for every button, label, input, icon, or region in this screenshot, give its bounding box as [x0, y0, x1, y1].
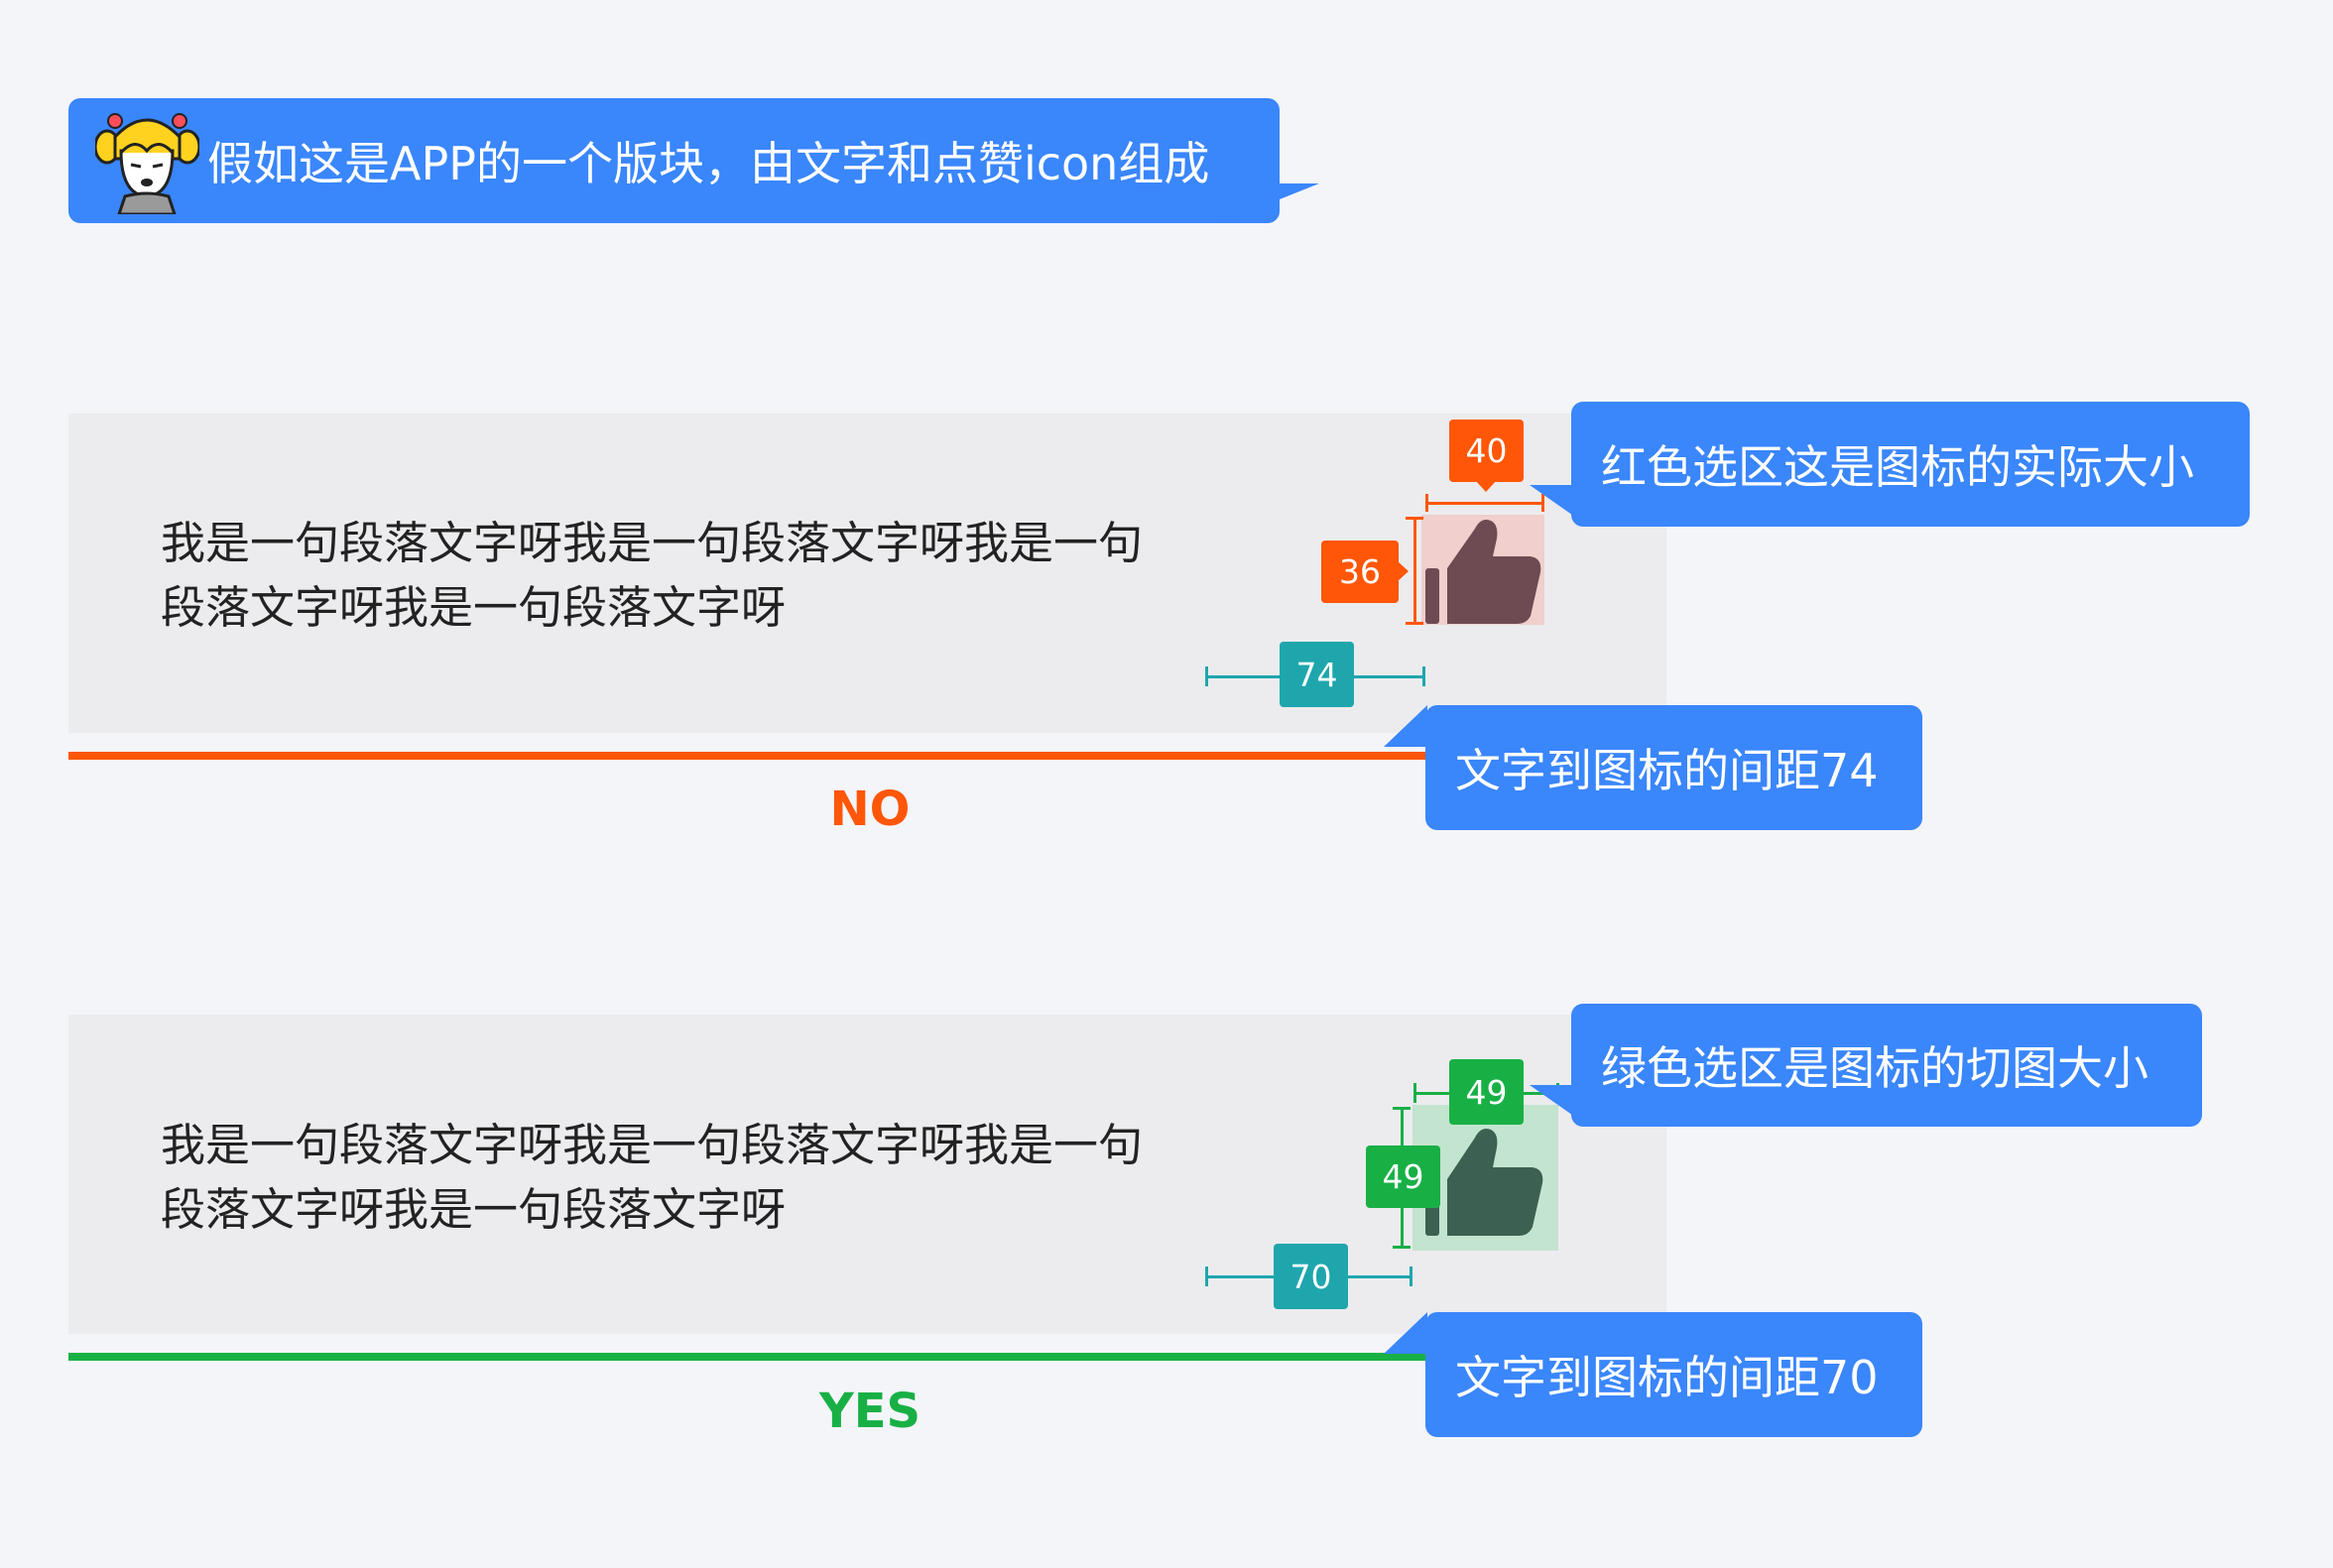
no-width-measure-line [1425, 502, 1544, 505]
yes-icon-note-bubble: 绿色选区是图标的切图大小 [1571, 1004, 2202, 1127]
no-height-measure-line [1413, 517, 1416, 624]
no-icon-note-bubble: 红色选区这是图标的实际大小 [1571, 402, 2250, 527]
no-spacing-measure-cap-left [1205, 666, 1208, 686]
no-icon-note-tail [1530, 485, 1589, 527]
yes-paragraph-text: 我是一句段落文字呀我是一句段落文字呀我是一句段落文字呀我是一句段落文字呀 [161, 1119, 1144, 1236]
yes-icon-height-label: 49 [1366, 1146, 1440, 1208]
yes-width-measure-cap-left [1413, 1083, 1416, 1103]
no-width-measure-cap-left [1425, 494, 1428, 512]
no-height-label-pointer [1398, 561, 1409, 581]
no-thumbs-up-icon [1423, 513, 1542, 626]
yes-height-measure-cap-top [1393, 1107, 1411, 1110]
yes-icon-note-tail [1530, 1085, 1589, 1127]
yes-thumbs-up-icon [1423, 1122, 1544, 1238]
yes-spacing-measure-cap-right [1410, 1266, 1412, 1286]
cartoon-girl-avatar-icon [93, 107, 201, 216]
yes-height-measure-cap-bottom [1393, 1246, 1411, 1249]
yes-spacing-label: 70 [1274, 1244, 1348, 1309]
no-spacing-note-tail [1384, 705, 1427, 747]
no-height-measure-cap-top [1406, 517, 1423, 520]
yes-underline [68, 1353, 1427, 1361]
no-spacing-label: 74 [1280, 642, 1354, 707]
yes-verdict-label: YES [818, 1384, 921, 1439]
no-spacing-measure-cap-right [1422, 666, 1425, 686]
no-width-label-pointer [1475, 480, 1497, 492]
intro-bubble-tail [1220, 183, 1319, 223]
no-paragraph-text: 我是一句段落文字呀我是一句段落文字呀我是一句段落文字呀我是一句段落文字呀 [161, 517, 1144, 634]
intro-bubble: 假如这是APP的一个版块，由文字和点赞icon组成 [68, 98, 1280, 223]
no-verdict-label: NO [829, 782, 911, 837]
yes-spacing-note-tail [1384, 1312, 1427, 1354]
yes-spacing-measure-cap-left [1205, 1266, 1208, 1286]
yes-icon-width-label: 49 [1449, 1059, 1524, 1125]
no-icon-height-label: 36 [1321, 541, 1399, 603]
no-height-measure-cap-bottom [1406, 622, 1423, 625]
yes-spacing-note-bubble: 文字到图标的间距70 [1425, 1312, 1922, 1437]
no-spacing-note-bubble: 文字到图标的间距74 [1425, 705, 1922, 830]
intro-text: 假如这是APP的一个版块，由文字和点赞icon组成 [207, 137, 1210, 190]
no-underline [68, 752, 1427, 760]
no-icon-width-label: 40 [1449, 420, 1524, 482]
